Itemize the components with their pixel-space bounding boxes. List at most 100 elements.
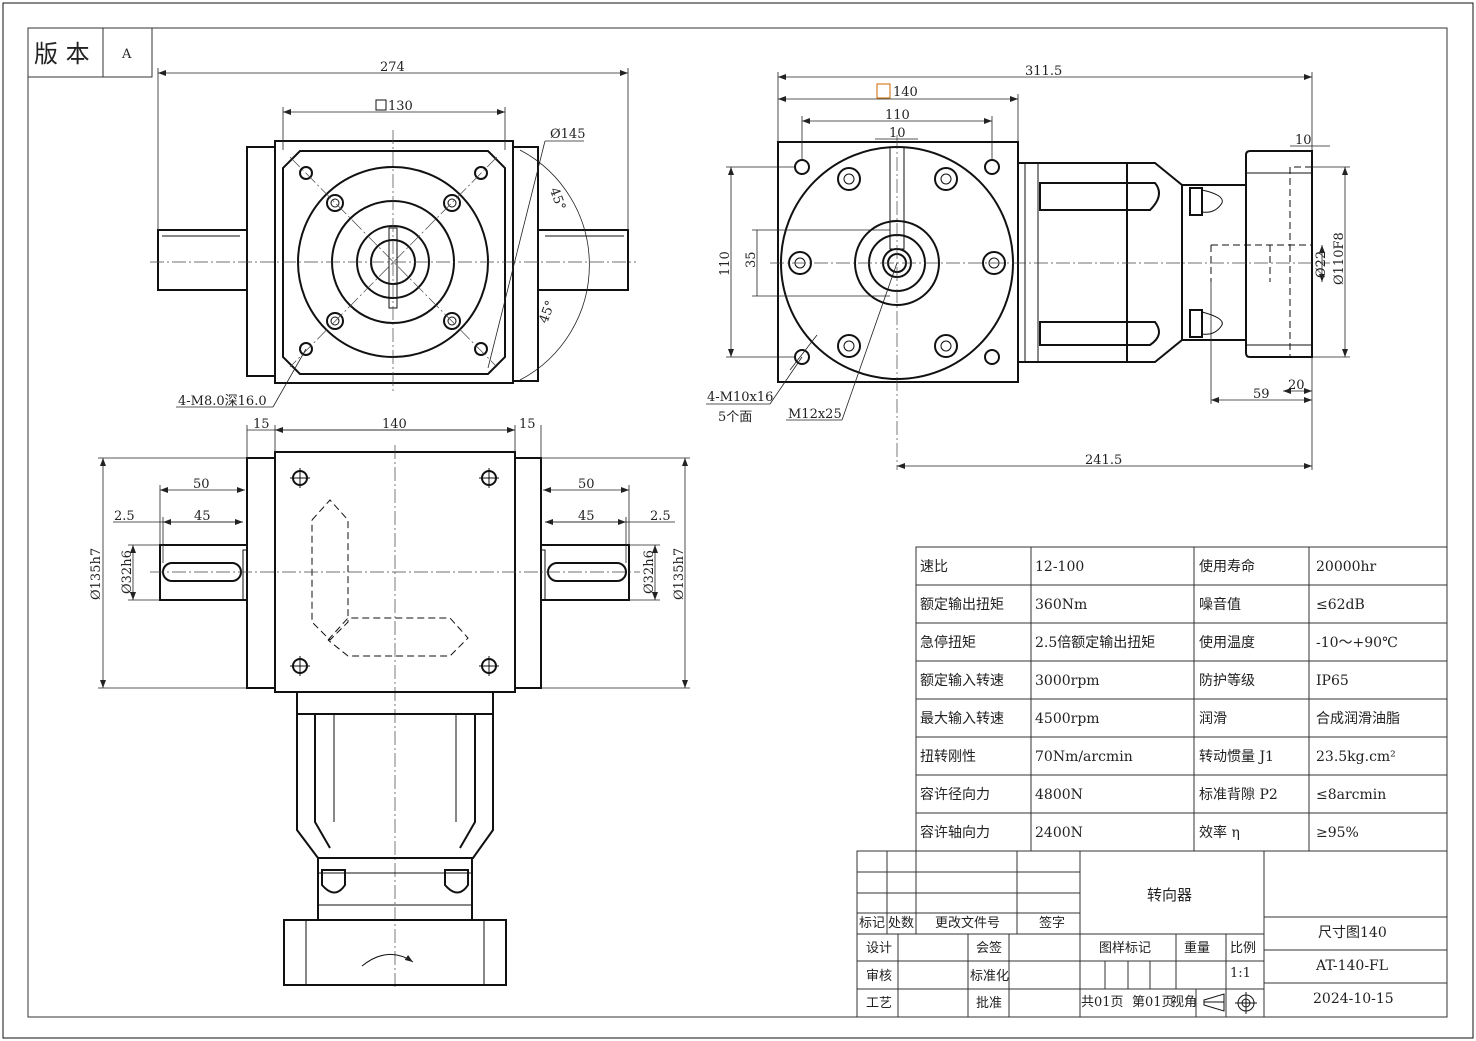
version-value: A <box>121 47 132 62</box>
label-countersign: 会签 <box>976 940 1002 956</box>
rotation-arrow-icon <box>361 954 414 967</box>
spec-label: 扭转刚性 <box>920 749 976 765</box>
dim-flange-right-15: 15 <box>519 417 536 432</box>
dim-flange-10: 10 <box>1295 133 1312 148</box>
spec-value: IP65 <box>1316 673 1349 689</box>
spec-label: 噪音值 <box>1199 596 1241 613</box>
dim-311-5: 311.5 <box>1025 64 1062 79</box>
label-process: 工艺 <box>866 996 892 1011</box>
spec-label: 润滑 <box>1199 710 1227 727</box>
spec-value: 2.5倍额定输出扭矩 <box>1035 635 1155 651</box>
product-name: 转向器 <box>1147 886 1192 904</box>
dim-pcd-145: Ø145 <box>550 127 585 142</box>
page-number: 第01页 <box>1132 995 1175 1010</box>
version-box: 版 本 A <box>27 27 153 78</box>
spec-value: 360Nm <box>1035 597 1087 613</box>
spec-label: 防护等级 <box>1199 672 1255 689</box>
spec-label: 速比 <box>920 559 948 575</box>
drawing-date: 2024-10-15 <box>1313 991 1394 1007</box>
label-standardize: 标准化 <box>970 969 1009 984</box>
spec-value: 20000hr <box>1316 559 1377 575</box>
spec-value: 合成润滑油脂 <box>1316 710 1400 727</box>
dim-35: 35 <box>744 251 759 268</box>
spec-label: 转动惯量 J1 <box>1199 748 1274 765</box>
spec-label: 标准背隙 P2 <box>1199 787 1278 803</box>
projection-circle-icon <box>1235 992 1257 1014</box>
drawing-title: 尺寸图140 <box>1318 925 1387 941</box>
label-design: 设计 <box>866 941 892 956</box>
hex-bolts <box>788 167 1006 358</box>
dim-shaft-left-50: 50 <box>193 477 210 492</box>
spec-value: -10～+90℃ <box>1316 635 1398 651</box>
dia-flange-left-135h7: Ø135h7 <box>89 548 104 600</box>
label-view-angle: 视角 <box>1171 995 1197 1010</box>
note-4-m8-holes: 4-M8.0深16.0 <box>178 394 267 409</box>
spec-value: 3000rpm <box>1035 673 1100 689</box>
spec-label: 额定输出扭矩 <box>920 597 1004 613</box>
spec-value: 23.5kg.cm² <box>1316 749 1396 765</box>
label-scale: 比例 <box>1230 941 1256 956</box>
projection-cone-icon <box>1203 993 1225 1012</box>
spec-value: 12-100 <box>1035 559 1084 575</box>
label-mark: 标记 <box>859 916 885 931</box>
pages-total: 共01页 <box>1081 995 1124 1010</box>
dim-20: 20 <box>1288 378 1305 393</box>
label-sign: 签字 <box>1039 915 1065 931</box>
note-m12-thread: M12x25 <box>788 407 842 422</box>
dim-274: 274 <box>380 60 405 75</box>
label-weight: 重量 <box>1184 940 1210 956</box>
label-change-doc: 更改文件号 <box>935 916 1000 931</box>
dim-key-10: 10 <box>889 126 906 141</box>
spec-value: ≤8arcmin <box>1316 787 1386 803</box>
scale-value: 1:1 <box>1230 966 1251 981</box>
dia-22: Ø22 <box>1314 251 1329 278</box>
model-number: AT-140-FL <box>1315 958 1388 974</box>
dim-key-left-45: 45 <box>194 509 211 524</box>
dia-shaft-left-32h6: Ø32h6 <box>120 550 135 594</box>
dim-110-horizontal: 110 <box>885 108 910 123</box>
spec-value: ≤62dB <box>1316 597 1365 613</box>
spec-value: 4800N <box>1035 787 1083 803</box>
drawing-frame <box>27 27 1448 1018</box>
spec-value: 4500rpm <box>1035 711 1100 727</box>
dim-241-5: 241.5 <box>1085 453 1122 468</box>
spec-label: 额定输入转速 <box>920 673 1004 689</box>
spec-label: 效率 η <box>1199 824 1240 841</box>
dim-body-140: 140 <box>382 417 407 432</box>
note-4-m10-holes: 4-M10x16 <box>707 390 773 405</box>
right-view: 311.5 140 110 10 10 110 35 Ø22 Ø110F8 59… <box>706 64 1350 470</box>
dim-59: 59 <box>1253 387 1270 402</box>
bolt-holes <box>299 166 488 356</box>
dim-key-right-45: 45 <box>578 509 595 524</box>
angle-45-top: 45° <box>546 186 568 213</box>
dim-offset-right-2-5: 2.5 <box>650 509 671 524</box>
spec-label: 急停扭矩 <box>920 634 976 651</box>
dim-130: 130 <box>388 99 413 114</box>
dim-square-140: 140 <box>893 85 918 100</box>
square-symbol-icon <box>876 83 891 99</box>
square-symbol-icon <box>375 99 387 111</box>
note-5-faces: 5个面 <box>718 410 752 425</box>
spec-value: ≥95% <box>1316 825 1359 841</box>
spec-value: 2400N <box>1035 825 1083 841</box>
mount-holes <box>290 468 499 676</box>
label-count: 处数 <box>888 916 914 931</box>
dia-shaft-right-32h6: Ø32h6 <box>642 550 657 594</box>
spec-label: 使用寿命 <box>1199 558 1255 575</box>
angle-45-bottom: 45° <box>537 299 559 326</box>
dim-offset-left-2-5: 2.5 <box>114 509 135 524</box>
spec-label: 容许径向力 <box>920 786 990 803</box>
spec-label: 最大输入转速 <box>920 711 1004 727</box>
bottom-left-view: 15 140 15 50 2.5 45 50 45 2.5 Ø135h7 Ø32… <box>89 417 690 990</box>
spec-value: 70Nm/arcmin <box>1035 749 1133 765</box>
dim-shaft-right-50: 50 <box>578 477 595 492</box>
version-label: 版 本 <box>34 40 90 68</box>
top-left-view: 274 130 Ø145 45° 45° 4-M8.0深16.0 <box>150 60 636 409</box>
title-block: 标记 处数 更改文件号 签字 转向器 设计 会签 审核 标准化 工艺 批准 图样… <box>856 850 1448 1018</box>
spec-table: 速比 12-100 使用寿命 20000hr 额定输出扭矩 360Nm 噪音值 ≤62dB 急停… <box>915 546 1448 852</box>
dia-110f8: Ø110F8 <box>1332 232 1347 285</box>
dim-flange-left-15: 15 <box>253 417 270 432</box>
label-approve: 批准 <box>976 996 1002 1011</box>
